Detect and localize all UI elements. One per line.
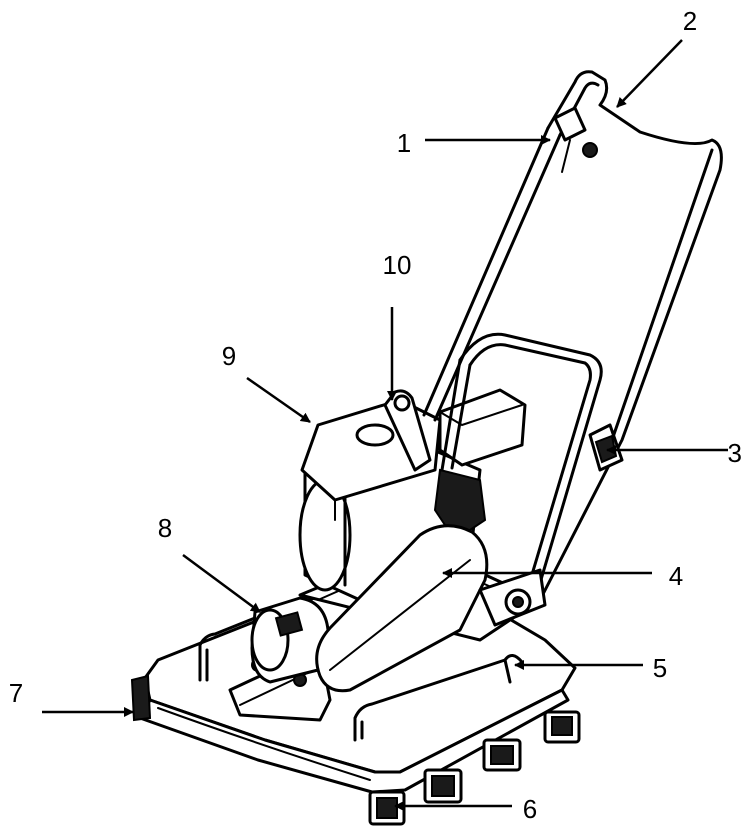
callout-2-label: 2 bbox=[683, 6, 697, 36]
leader-9 bbox=[246, 376, 311, 424]
callout-5-label: 5 bbox=[653, 653, 667, 683]
callout-9-label: 9 bbox=[222, 341, 236, 371]
rubber-mounts bbox=[368, 710, 581, 826]
callout-7-label: 7 bbox=[9, 678, 23, 708]
callout-labels: 1 2 3 4 5 6 7 8 9 10 bbox=[9, 6, 742, 824]
handle-assembly bbox=[422, 70, 723, 627]
leader-8 bbox=[182, 553, 261, 614]
callout-4-label: 4 bbox=[669, 561, 683, 591]
callout-leaders bbox=[42, 39, 728, 811]
exciter-housing bbox=[250, 596, 330, 684]
callout-1-label: 1 bbox=[397, 128, 411, 158]
callout-3-label: 3 bbox=[728, 438, 742, 468]
belt-guard bbox=[315, 524, 489, 693]
callout-8-label: 8 bbox=[158, 513, 172, 543]
leader-2 bbox=[616, 39, 683, 108]
engine bbox=[298, 388, 527, 602]
callout-6-label: 6 bbox=[523, 794, 537, 824]
callout-10-label: 10 bbox=[383, 250, 412, 280]
